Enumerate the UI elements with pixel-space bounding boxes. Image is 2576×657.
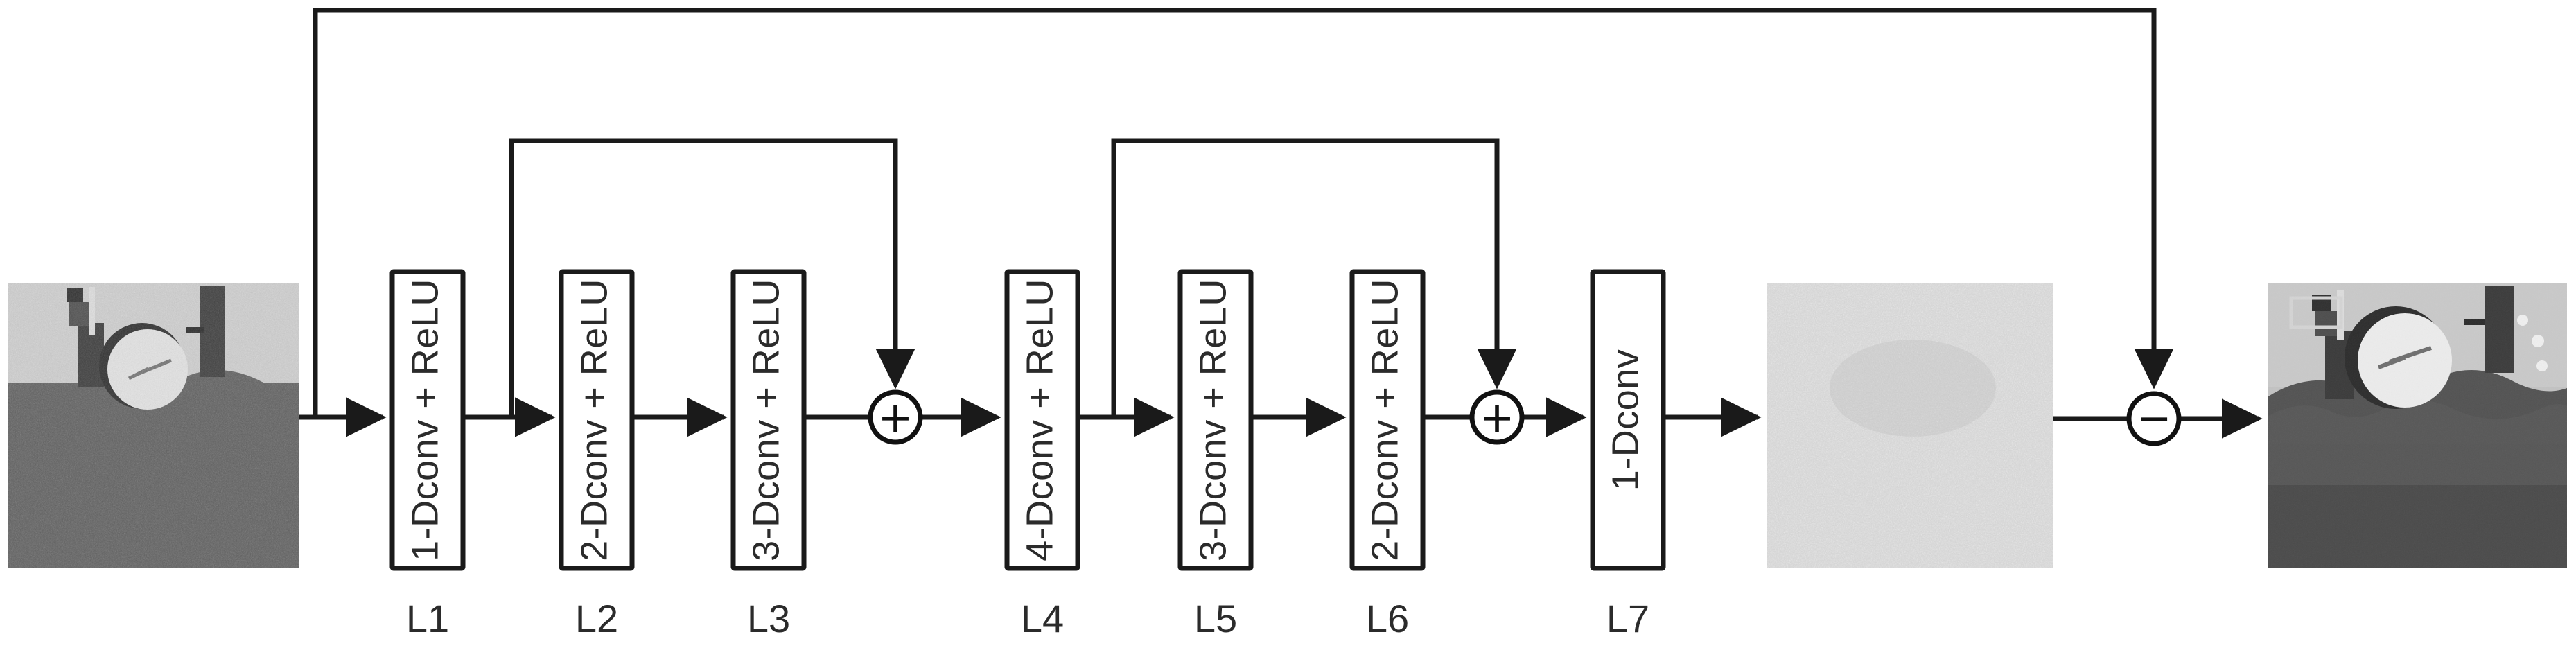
- layer-label-L5: L5: [1194, 597, 1237, 640]
- add-node-2[interactable]: +: [1469, 387, 1525, 448]
- skip-L5-to-add2: [1111, 138, 1517, 417]
- conv-block-L5-label: 3-Dconv + ReLU: [1192, 279, 1234, 561]
- conv-block-L3-label: 3-Dconv + ReLU: [745, 279, 787, 561]
- conv-block-L7-label: 1-Dconv: [1604, 349, 1646, 491]
- subtract-node-symbol: −: [2138, 388, 2170, 449]
- layer-label-L2: L2: [575, 597, 618, 640]
- conv-block-L1[interactable]: 1-Dconv + ReLU: [389, 269, 466, 571]
- skip-global-input-to-subtract: [313, 8, 2174, 417]
- layer-label-L1: L1: [406, 597, 449, 640]
- add-node-1-symbol: +: [879, 387, 911, 448]
- layer-label-L4: L4: [1021, 597, 1064, 640]
- denoised-output-image-render: [2268, 283, 2567, 568]
- conv-block-L1-label: 1-Dconv + ReLU: [404, 279, 446, 561]
- conv-block-L6[interactable]: 2-Dconv + ReLU: [1349, 269, 1426, 571]
- add-node-1[interactable]: +: [868, 387, 923, 448]
- layer-label-L6: L6: [1366, 597, 1409, 640]
- conv-block-L7[interactable]: 1-Dconv: [1590, 269, 1666, 571]
- predicted-noise-image-render: [1767, 283, 2053, 568]
- add-node-2-symbol: +: [1481, 387, 1513, 448]
- subtract-node[interactable]: −: [2126, 388, 2182, 449]
- layer-label-L3: L3: [747, 597, 790, 640]
- conv-block-L4[interactable]: 4-Dconv + ReLU: [1004, 269, 1080, 571]
- layer-label-L7: L7: [1606, 597, 1649, 640]
- noisy-input-image-render: [8, 283, 299, 568]
- conv-block-L2-label: 2-Dconv + ReLU: [573, 279, 615, 561]
- conv-block-L2[interactable]: 2-Dconv + ReLU: [559, 269, 635, 571]
- conv-block-L3[interactable]: 3-Dconv + ReLU: [730, 269, 807, 571]
- conv-block-L5[interactable]: 3-Dconv + ReLU: [1177, 269, 1254, 571]
- skip-L2-to-add1: [509, 138, 915, 417]
- conv-block-L4-label: 4-Dconv + ReLU: [1019, 279, 1060, 561]
- conv-block-L6-label: 2-Dconv + ReLU: [1364, 279, 1405, 561]
